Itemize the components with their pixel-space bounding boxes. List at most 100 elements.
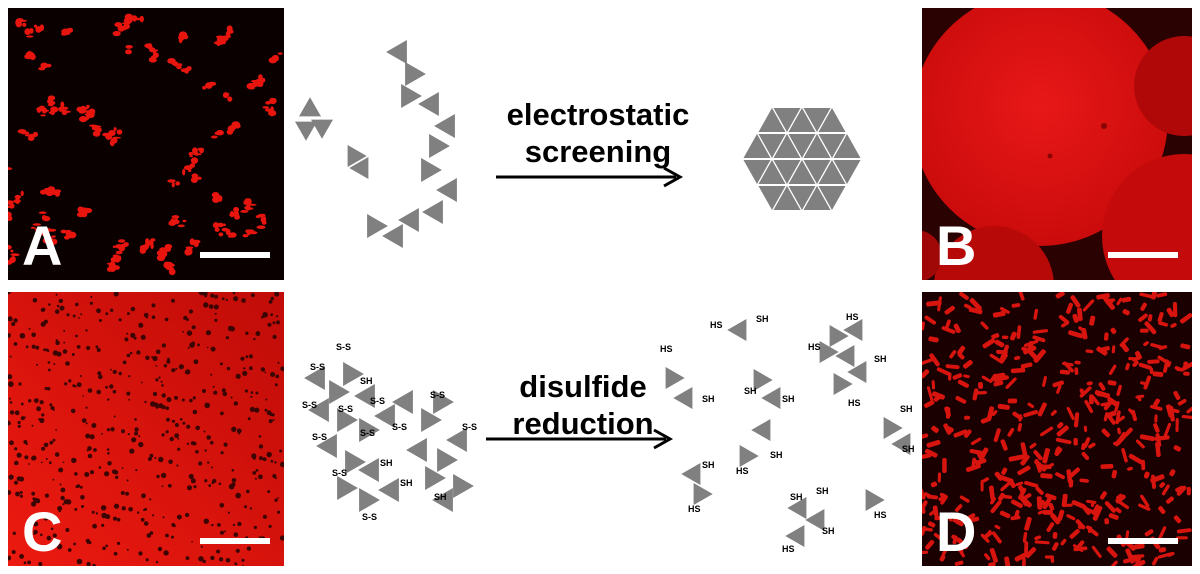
crosslinked-triangle: [433, 390, 454, 414]
dispersed-triangle: [829, 325, 849, 347]
chem-label: HS: [736, 466, 749, 476]
sheet-triangle: [788, 186, 816, 210]
chem-label: SH: [434, 492, 447, 502]
chain-triangle: [401, 84, 422, 108]
crosslinked-triangle: [421, 408, 442, 432]
chem-label: SH: [744, 386, 757, 396]
dispersed-triangle: [805, 509, 825, 531]
chem-label: SH: [874, 354, 887, 364]
chem-label: S-S: [392, 422, 407, 432]
chem-label: HS: [688, 504, 701, 514]
dispersed-triangle: [819, 341, 839, 363]
chain-triangle: [349, 157, 369, 179]
sheet-triangle: [773, 160, 801, 184]
chain-triangle: [418, 92, 439, 116]
dispersed-triangle: [843, 319, 863, 341]
crosslinked-triangle: [337, 408, 358, 432]
chem-label: S-S: [312, 432, 327, 442]
chem-label: HS: [660, 344, 673, 354]
chem-label: SH: [756, 314, 769, 324]
sheet-triangle: [818, 108, 846, 132]
crosslinked-triangle: [406, 438, 427, 462]
chem-label: HS: [782, 544, 795, 554]
sheet-triangle: [773, 186, 801, 210]
chem-label: S-S: [336, 342, 351, 352]
chain-triangle: [434, 114, 455, 138]
dispersed-triangle: [693, 483, 713, 505]
sheet-triangle: [773, 134, 801, 158]
chain-triangle: [347, 145, 367, 167]
process-label-line: electrostatic: [506, 97, 690, 132]
crosslinked-triangle: [358, 458, 379, 482]
chem-label: S-S: [332, 468, 347, 478]
chem-label: SH: [822, 526, 835, 536]
micrograph-panel-c: C: [8, 292, 284, 566]
crosslinked-triangle: [392, 390, 413, 414]
panel-label-c: C: [22, 500, 63, 563]
chem-label: S-S: [360, 428, 375, 438]
crosslinked-triangle: [359, 488, 380, 512]
process-label-line: disulfide: [519, 369, 647, 404]
dispersed-triangle: [883, 417, 903, 439]
sheet-triangle: [803, 186, 831, 210]
micrograph-panel-b: B: [922, 8, 1192, 280]
chem-label: SH: [702, 394, 715, 404]
chem-label: HS: [808, 342, 821, 352]
crosslinked-triangle: [437, 448, 458, 472]
sheet-triangle: [788, 108, 816, 132]
disulfide-reduction-label: disulfide reduction: [478, 368, 688, 442]
chem-label: SH: [702, 460, 715, 470]
crosslinked-triangle: [316, 434, 337, 458]
chem-label: SH: [770, 450, 783, 460]
dispersed-triangle: [833, 373, 853, 395]
dispersed-triangle: [739, 445, 759, 467]
dispersed-triangle: [891, 433, 911, 455]
chem-label: S-S: [302, 400, 317, 410]
chem-label: SH: [360, 376, 373, 386]
sheet-triangle: [818, 134, 846, 158]
sheet-triangle: [818, 186, 846, 210]
micrograph-c-image: [8, 292, 284, 566]
crosslinked-triangle: [304, 366, 325, 390]
panel-label-a: A: [22, 214, 63, 277]
dispersed-triangle: [753, 369, 773, 391]
sheet-triangle: [758, 108, 786, 132]
sheet-triangle: [803, 108, 831, 132]
chain-triangle: [311, 119, 333, 139]
sheet-triangle: [788, 160, 816, 184]
crosslinked-triangle: [446, 428, 467, 452]
chain-triangle: [422, 200, 443, 224]
dispersed-triangle: [751, 419, 771, 441]
chem-label: S-S: [462, 422, 477, 432]
crosslinked-triangle: [425, 466, 446, 490]
crosslinked-triangle: [359, 418, 380, 442]
dispersed-triangle: [847, 361, 867, 383]
sheet-triangle: [743, 160, 771, 184]
dispersed-triangle: [787, 497, 807, 519]
sheet-triangle: [788, 134, 816, 158]
process-arrow-bottom: [486, 428, 674, 450]
crosslinked-triangle: [329, 380, 350, 404]
chem-label: S-S: [370, 396, 385, 406]
crosslinked-triangle: [343, 362, 364, 386]
chem-label: SH: [816, 486, 829, 496]
dispersed-triangle: [727, 319, 747, 341]
chem-label: SH: [380, 458, 393, 468]
sheet-triangle: [803, 160, 831, 184]
chain-triangle: [382, 224, 403, 248]
process-arrow-top: [496, 166, 684, 188]
dispersed-triangle: [865, 489, 885, 511]
scale-bar-c: [200, 538, 270, 544]
dispersed-triangle: [665, 367, 685, 389]
process-label-line: screening: [524, 134, 672, 169]
sheet-triangle: [758, 134, 786, 158]
chem-label: HS: [874, 510, 887, 520]
crosslinked-triangle: [345, 450, 366, 474]
micrograph-d-image: [922, 292, 1192, 566]
chem-label: HS: [848, 398, 861, 408]
sheet-triangle: [758, 160, 786, 184]
chain-triangle: [429, 134, 450, 158]
panel-label-d: D: [936, 500, 977, 563]
micrograph-b-image: [922, 8, 1192, 280]
